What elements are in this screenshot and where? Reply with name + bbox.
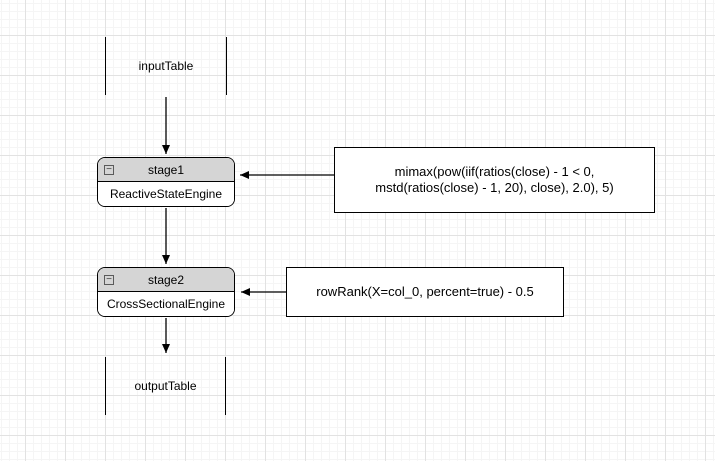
stage1-metric-line2: mstd(ratios(close) - 1, 20), close), 2.0… (375, 180, 614, 195)
stage2-engine-label: CrossSectionalEngine (98, 292, 234, 316)
stage2-metric-box[interactable]: rowRank(X=col_0, percent=true) - 0.5 (286, 267, 564, 317)
stage2-title: stage2 (147, 272, 185, 287)
collapse-minus-icon[interactable]: − (104, 275, 114, 285)
stage1-header: − stage1 (98, 158, 234, 182)
collapse-minus-icon[interactable]: − (104, 165, 114, 175)
output-table-label: outputTable (134, 379, 197, 393)
stage2-header: − stage2 (98, 268, 234, 292)
stage2-metric-label: rowRank(X=col_0, percent=true) - 0.5 (316, 284, 534, 299)
stage1-node[interactable]: − stage1 ReactiveStateEngine (97, 157, 235, 207)
stage1-metric-box[interactable]: mimax(pow(iif(ratios(close) - 1 < 0, mst… (334, 147, 655, 213)
stage2-node[interactable]: − stage2 CrossSectionalEngine (97, 267, 235, 317)
stage1-metric-line1: mimax(pow(iif(ratios(close) - 1 < 0, (394, 164, 595, 179)
input-table-shape[interactable]: inputTable (105, 37, 227, 95)
stage1-title: stage1 (147, 162, 185, 177)
stage1-engine-label: ReactiveStateEngine (98, 182, 234, 206)
input-table-label: inputTable (138, 59, 194, 73)
output-table-shape[interactable]: outputTable (105, 357, 226, 415)
